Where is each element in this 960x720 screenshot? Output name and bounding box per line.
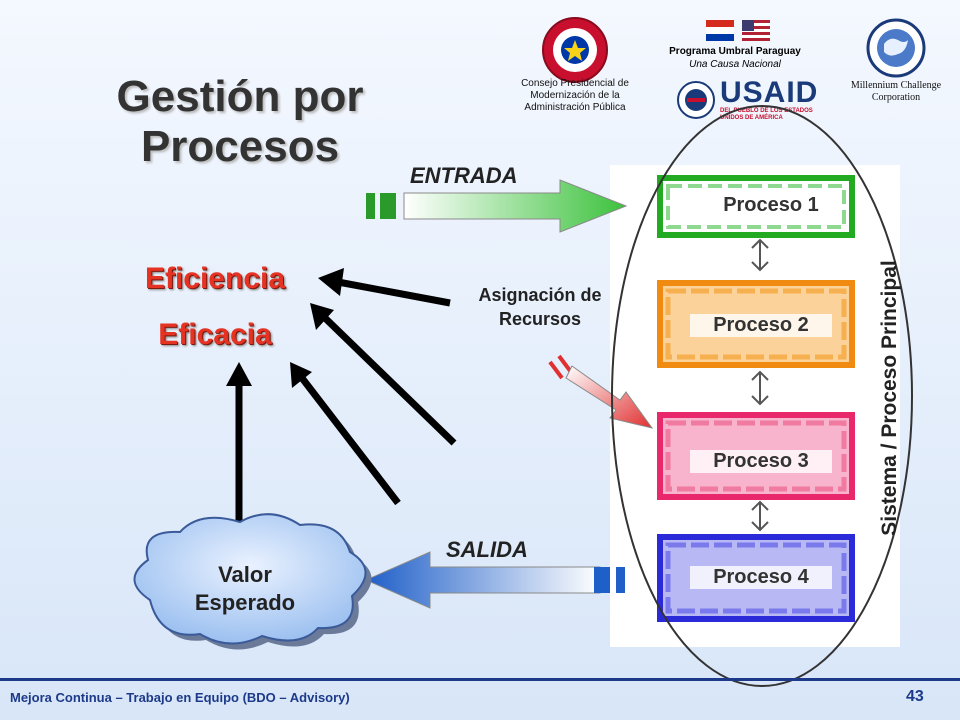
mcc-seal-logo [866, 18, 926, 78]
footer-divider [0, 678, 960, 681]
sistema-label: Sistema / Proceso Principal [878, 260, 901, 536]
paraguay-seal-logo [542, 17, 608, 83]
recursos-arrow [548, 354, 654, 429]
impact-arrows [226, 268, 457, 530]
usaid-wordmark: USAID [720, 76, 819, 109]
programa-title: Programa Umbral Paraguay [669, 46, 801, 57]
salida-label: SALIDA [446, 537, 528, 562]
valor-cloud [133, 513, 372, 650]
flags-icon [706, 20, 770, 41]
consejo-label: Consejo Presidencial de Modernización de… [521, 78, 629, 113]
process-2-label: Proceso 2 [690, 314, 832, 337]
eficacia-label: Eficacia [158, 318, 272, 351]
usaid-seal-icon [677, 81, 715, 119]
usaid-subtitle: DEL PUEBLO DE LOS ESTADOS UNIDOS DE AMÉR… [720, 108, 813, 121]
asignacion-label: Asignación de Recursos [478, 285, 602, 329]
footer-text: Mejora Continua – Trabajo en Equipo (BDO… [10, 690, 350, 705]
mcc-label: Millennium Challenge Corporation [850, 80, 942, 103]
page-title: Gestión por Procesos [116, 72, 364, 171]
entrada-label: ENTRADA [410, 163, 518, 188]
valor-label: Valor Esperado [194, 562, 296, 615]
page-number: 43 [906, 688, 924, 705]
entrada-arrow [366, 179, 628, 233]
eficiencia-label: Eficiencia [144, 262, 286, 295]
programa-subtitle: Una Causa Nacional [689, 59, 781, 70]
salida-arrow [364, 551, 625, 609]
process-connectors [751, 238, 769, 532]
system-ellipse [611, 105, 913, 687]
process-3-label: Proceso 3 [690, 450, 832, 473]
process-4-label: Proceso 4 [690, 566, 832, 589]
process-1-label: Proceso 1 [700, 194, 842, 217]
